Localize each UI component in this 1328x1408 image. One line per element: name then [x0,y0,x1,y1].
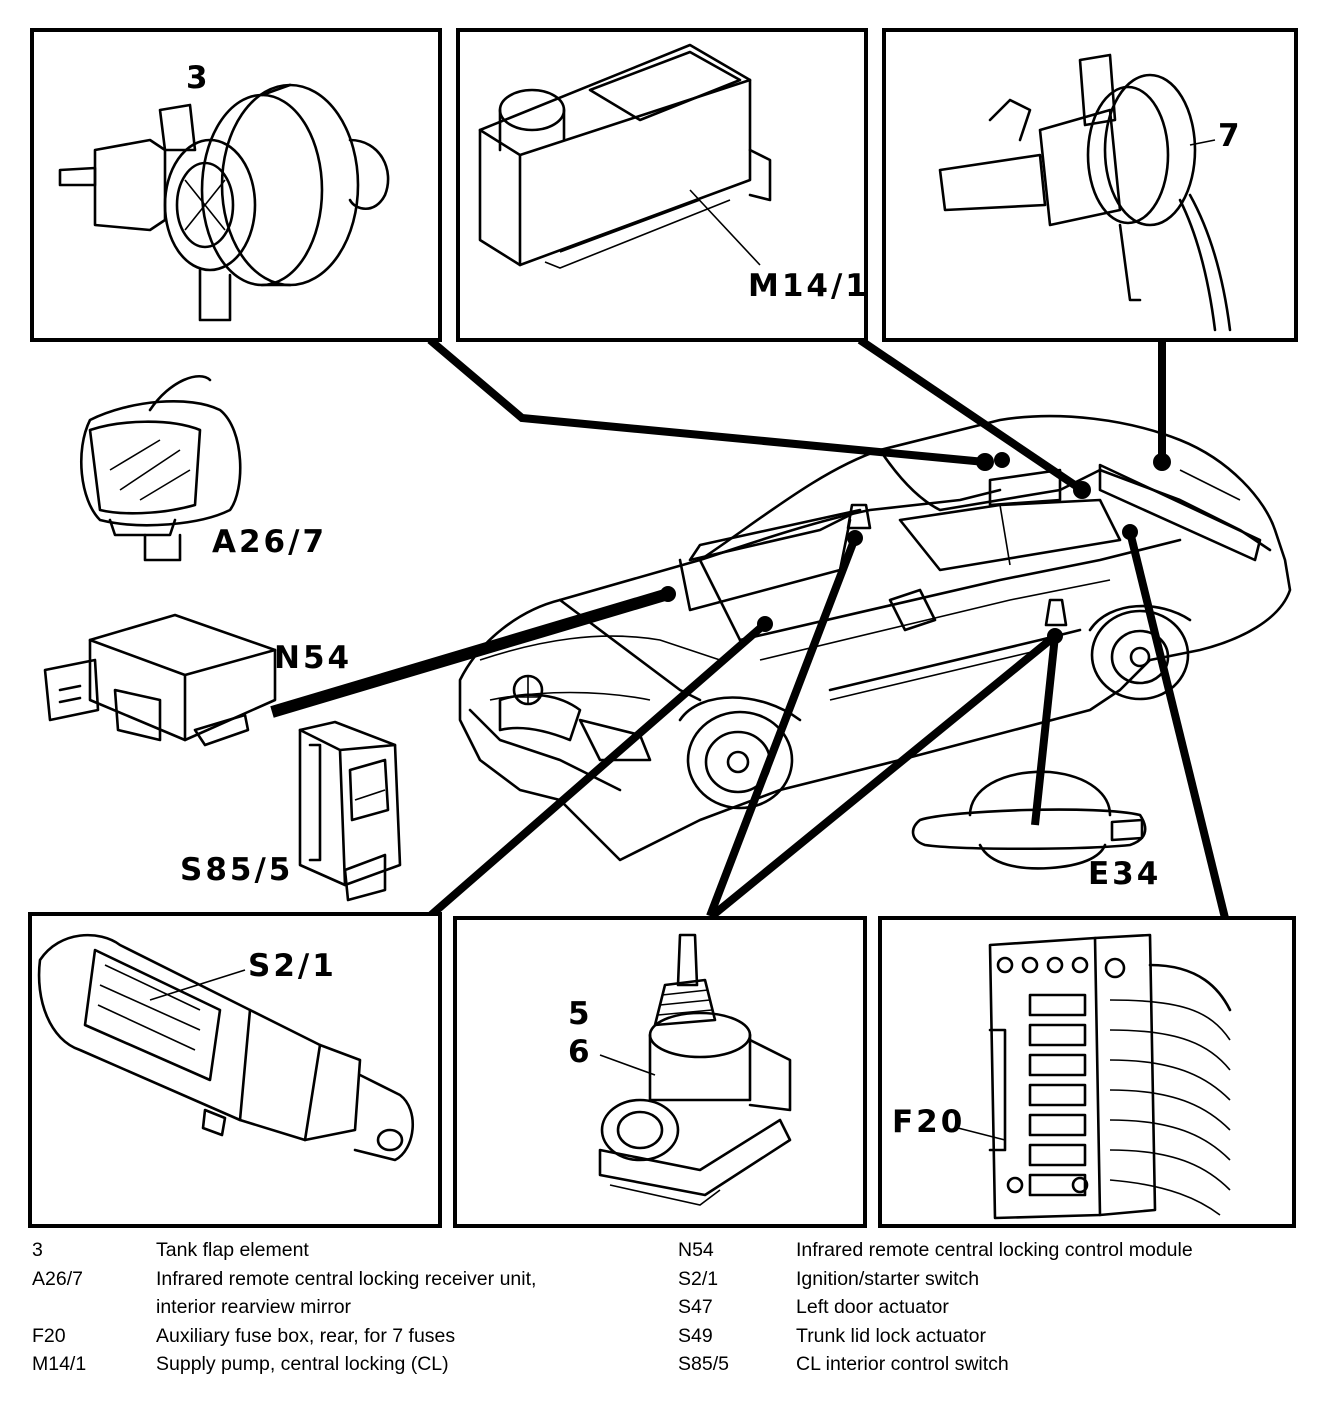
panel-supply-pump [456,28,868,342]
legend-row: F20 Auxiliary fuse box, rear, for 7 fuses [32,1322,652,1351]
legend-description: Infrared remote central locking control … [796,1239,1193,1261]
legend-row: S49 Trunk lid lock actuator [678,1322,1318,1351]
legend-description: interior rearview mirror [156,1296,352,1318]
callout-interior-switch: S85/5 [180,852,293,888]
legend-row: 3 Tank flap element [32,1236,652,1265]
legend-description: Left door actuator [796,1296,949,1318]
legend-description: CL interior control switch [796,1353,1009,1375]
legend-row: N54 Infrared remote central locking contr… [678,1236,1318,1265]
panel-door-actuator [453,916,867,1228]
callout-door-handle: E34 [1088,856,1161,892]
legend-row: S85/5 CL interior control switch [678,1350,1318,1379]
legend-code: S85/5 [678,1353,729,1375]
legend-code: F20 [32,1324,66,1347]
callout-door-actuator-6: 6 [568,1034,593,1070]
legend-description: Infrared remote central locking receiver… [156,1267,537,1290]
legend-row: interior rearview mirror [32,1293,652,1322]
panel-interior-switch [298,720,402,902]
callout-labels: 3 M14/1 7 A26/7 N54 S85/5 E34 S2/1 5 6 F… [180,60,1243,1140]
callout-receiver-mirror: A26/7 [212,524,327,560]
panel-trunk-lock-part [882,28,1298,342]
legend-description: Trunk lid lock actuator [796,1324,987,1347]
legend-right-column: N54 Infrared remote central locking contr… [678,1236,1318,1379]
panel-tank-flap-element [30,28,442,342]
location-markers [660,452,1171,644]
legend-row: S47 Left door actuator [678,1293,1318,1322]
component-locator-diagram: 3 M14/1 7 A26/7 N54 S85/5 E34 S2/1 5 6 F… [28,28,1298,1228]
legend-code: A26/7 [32,1267,83,1290]
legend-code: M14/1 [32,1353,87,1375]
callout-control-module: N54 [274,640,352,676]
panel-door-handle [911,770,1147,870]
legend-row: M14/1 Supply pump, central locking (CL) [32,1350,652,1379]
callout-fuse-box: F20 [892,1104,965,1140]
legend-description: Supply pump, central locking (CL) [156,1353,449,1375]
legend-description: Ignition/starter switch [796,1267,980,1290]
car-illustration [458,414,1292,862]
legend-row: A26/7 Infrared remote central locking rec… [32,1265,652,1294]
callout-tank-flap: 3 [186,60,211,96]
legend-row: S2/1 Ignition/starter switch [678,1265,1318,1294]
callout-ignition-switch: S2/1 [248,948,337,984]
pointer-lines [270,336,1229,920]
callout-door-actuator-5: 5 [568,996,593,1032]
legend-code: S47 [678,1296,713,1318]
legend-description: Tank flap element [156,1239,309,1261]
callout-trunk-lock-part: 7 [1218,118,1243,154]
legend-description: Auxiliary fuse box, rear, for 7 fuses [156,1324,456,1347]
panel-fuse-box [878,916,1296,1228]
panel-ignition-switch [28,912,442,1228]
panel-receiver-mirror [80,375,242,562]
legend-code: 3 [32,1239,43,1261]
panel-control-module [43,613,277,747]
callout-supply-pump: M14/1 [748,268,870,304]
legend-code: S2/1 [678,1267,719,1290]
legend-code: N54 [678,1239,714,1261]
legend-code: S49 [678,1324,713,1347]
